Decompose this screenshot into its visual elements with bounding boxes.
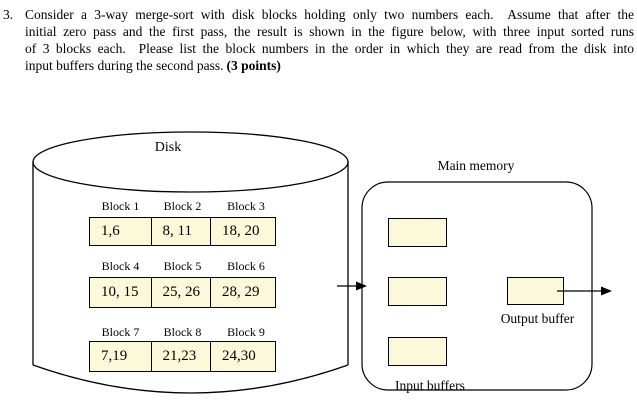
block-6-label: Block 6 <box>227 259 265 273</box>
disk-bottom-arc <box>32 364 349 394</box>
question-text: Consider a 3-way merge-sort with disk bl… <box>25 6 634 74</box>
input-buffer-1 <box>388 218 447 247</box>
run-1-blocks: 1,6 8, 11 18, 20 <box>89 217 276 246</box>
input-buffer-2 <box>388 277 447 306</box>
output-buffer <box>507 277 564 305</box>
block-8: 21,23 <box>150 341 212 372</box>
run-3-blocks: 7,19 21,23 24,30 <box>89 341 276 372</box>
question-number: 3. <box>3 7 14 22</box>
disk-label: Disk <box>154 140 182 155</box>
points-label: (3 points) <box>226 58 281 73</box>
main-memory-label: Main memory <box>437 158 515 173</box>
input-buffers-label: Input buffers <box>395 378 465 393</box>
block-5-label: Block 5 <box>163 259 202 273</box>
block-1-label: Block 1 <box>101 199 140 213</box>
block-3-label: Block 3 <box>227 199 265 213</box>
question-line-1: Consider a 3-way merge-sort with disk bl… <box>25 7 634 22</box>
output-buffer-label: Output buffer <box>500 311 575 326</box>
run-2-blocks: 10, 15 25, 26 28, 29 <box>89 277 276 308</box>
block-2: 8, 11 <box>150 217 212 246</box>
block-9-label: Block 9 <box>227 325 265 339</box>
block-4-label: Block 4 <box>101 259 140 273</box>
run-3-labels: Block 7 Block 8 Block 9 <box>89 326 279 339</box>
question-line-4: input buffers during the second pass.(3 … <box>25 57 634 74</box>
block-7-label: Block 7 <box>101 325 140 339</box>
block-5: 25, 26 <box>150 277 212 308</box>
question-line-3: of 3 blocks each. Please list the block … <box>25 41 634 56</box>
block-9: 24,30 <box>210 341 276 372</box>
question-line-2: initial zero pass and the first pass, th… <box>25 24 634 39</box>
block-4: 10, 15 <box>89 277 152 308</box>
block-6: 28, 29 <box>210 277 276 308</box>
run-1-labels: Block 1 Block 2 Block 3 <box>89 200 279 213</box>
block-8-label: Block 8 <box>163 325 202 339</box>
run-2-labels: Block 4 Block 5 Block 6 <box>89 260 279 273</box>
block-2-label: Block 2 <box>163 199 202 213</box>
block-1: 1,6 <box>89 217 152 246</box>
disk-cylinder <box>32 131 349 394</box>
block-3: 18, 20 <box>210 217 276 246</box>
question-line-4-text: input buffers during the second pass. <box>25 58 224 73</box>
question: 3. Consider a 3-way merge-sort with disk… <box>3 6 634 74</box>
input-buffer-3 <box>388 337 447 366</box>
block-7: 7,19 <box>89 341 152 372</box>
